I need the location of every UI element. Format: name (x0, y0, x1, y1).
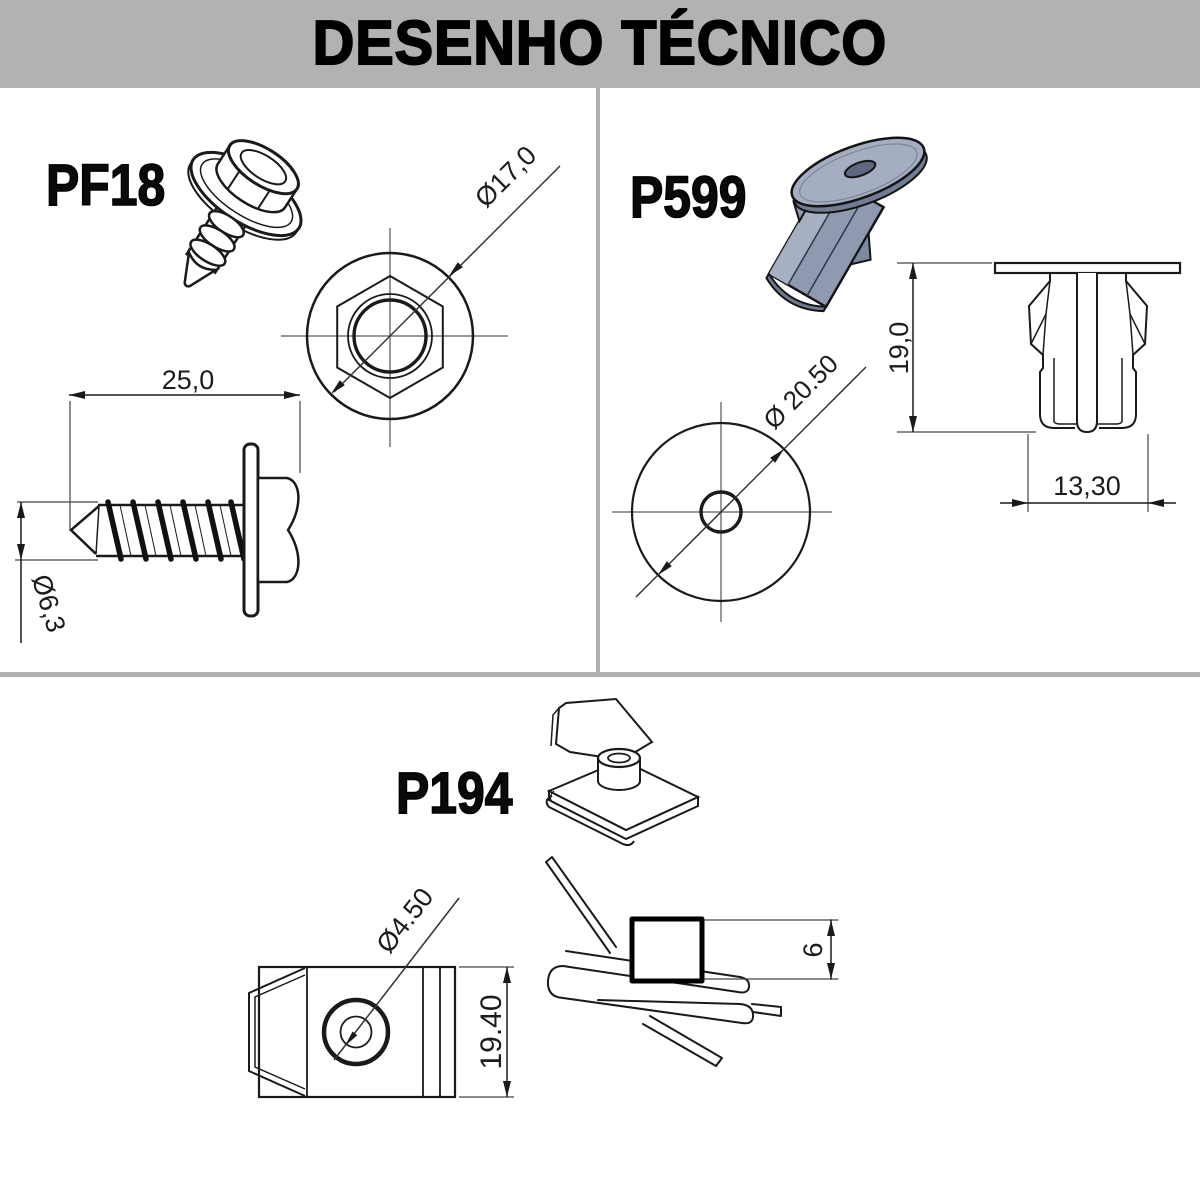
p599-bottom-view: Ø 20.50 (612, 348, 867, 622)
p599-height-dim: 19,0 (884, 322, 914, 375)
pf18-diameter-arrow-high (449, 262, 463, 276)
horizontal-divider (0, 672, 1200, 677)
p194-3d-view (545, 697, 701, 847)
pf18-top-view: Ø17,0 (281, 140, 561, 447)
part-label-p599: P599 (629, 165, 747, 230)
pf18-diameter-arrow-low (331, 380, 345, 394)
pf18-threads (105, 499, 247, 562)
p194-length-dim: 19.40 (475, 994, 508, 1069)
p194-top-view: Ø4.50 19.40 (248, 882, 514, 1099)
page-title: DESENHO TÉCNICO (312, 9, 888, 78)
pf18-length-dim: 25,0 (162, 365, 215, 395)
pf18-head-diameter-dim: Ø17,0 (469, 140, 542, 213)
pf18-side-view: 25,0 (15, 365, 301, 643)
part-label-pf18: PF18 (45, 153, 166, 218)
title-banner: DESENHO TÉCNICO (0, 0, 1200, 88)
p599-3d-view (765, 136, 928, 313)
p194-panel-thickness-dim: 6 (798, 942, 828, 957)
p194-hole-diameter-dim: Ø4.50 (370, 882, 439, 958)
p194-side-view: 6 (545, 856, 839, 1067)
p599-side-view: 19,0 13,30 (884, 261, 1182, 512)
p599-flange-diameter-dim: Ø 20.50 (757, 348, 844, 435)
part-label-p194: P194 (395, 761, 513, 826)
p599-body-width-dim: 13,30 (1053, 471, 1121, 501)
vertical-divider (596, 88, 600, 672)
pf18-thread-diameter-dim: Ø6,3 (26, 571, 72, 636)
pf18-3d-view (183, 139, 303, 288)
